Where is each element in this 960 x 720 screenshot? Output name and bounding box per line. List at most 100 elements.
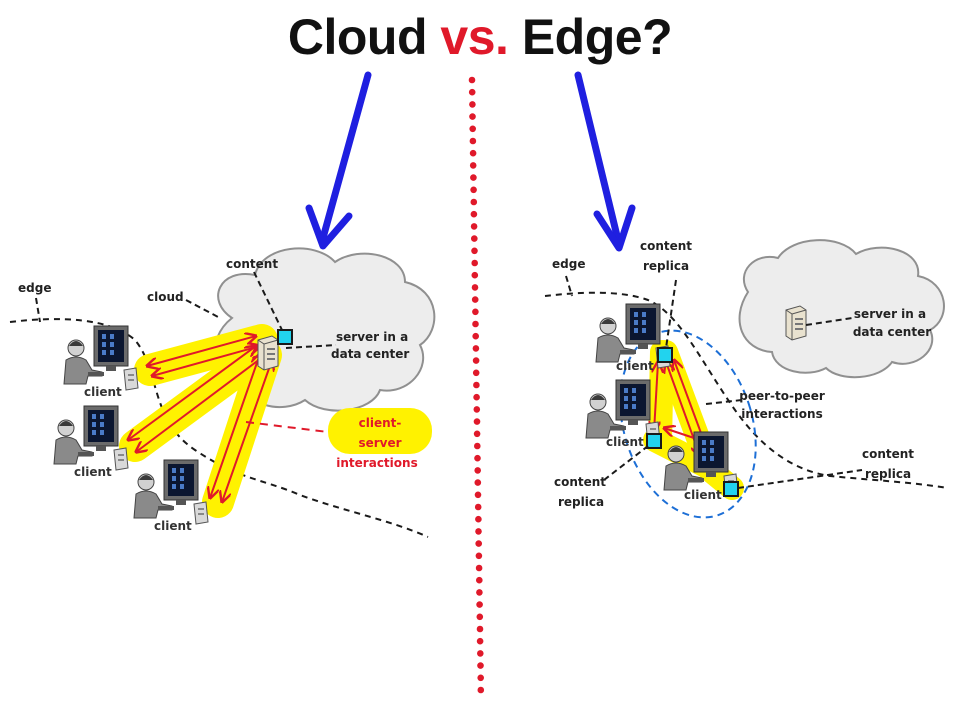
divider-dot [476, 625, 484, 633]
left-blue-arrow-icon [305, 71, 372, 250]
divider-dot [475, 564, 483, 572]
server-label-line2: data center [853, 325, 931, 339]
p2p-label-line2: interactions [741, 407, 822, 421]
server-label-line1: server in a [854, 307, 926, 321]
right-panel: edge content replica server in a data ce… [544, 239, 949, 519]
divider-dot [477, 686, 485, 694]
divider-dot [477, 662, 484, 669]
server-label-line2: data center [331, 347, 409, 361]
left-panel: edge cloud content server in a data cent… [9, 247, 436, 538]
server-icon [257, 335, 279, 371]
divider-dot [477, 650, 484, 657]
divider-dot [475, 552, 483, 560]
divider-dot [473, 406, 481, 413]
divider-dot [475, 540, 483, 547]
divider-dot [471, 296, 479, 303]
divider-dot [473, 418, 481, 425]
divider-dot [468, 76, 476, 84]
interactions-label-line2: server [358, 436, 401, 450]
divider-dot [471, 284, 479, 291]
divider-dot [470, 198, 478, 206]
divider-dot [470, 174, 477, 181]
client-label: client [84, 385, 122, 399]
right-blue-arrow-icon [574, 71, 636, 252]
right-replica-label-line2: replica [865, 467, 911, 481]
title-vs: vs. [440, 9, 509, 65]
interactions-label-line1: client- [359, 416, 402, 430]
divider-dot [472, 308, 479, 316]
divider-dot [474, 467, 482, 474]
divider-dot [469, 162, 477, 169]
left-replica-label-line2: replica [558, 495, 604, 509]
content-replica-square-icon [657, 347, 673, 363]
divider-dot [471, 259, 479, 267]
divider-dot [470, 210, 478, 218]
content-label: content [226, 257, 278, 271]
left-replica-label-line1: content [554, 475, 606, 489]
divider-dot [472, 320, 479, 328]
divider-dot [474, 491, 482, 499]
divider-dot [469, 125, 477, 133]
divider-dot [476, 576, 483, 584]
divider-dot [475, 528, 482, 535]
divider-dot [474, 503, 482, 511]
content-square-icon [277, 329, 293, 345]
divider-dot [473, 381, 480, 389]
slide-title: Cloud vs. Edge? [0, 8, 960, 66]
client-label: client [616, 359, 654, 373]
peer-to-peer-region [619, 329, 757, 519]
client-server-arrows [128, 336, 272, 502]
divider-dot [472, 332, 480, 340]
divider-dot [469, 149, 477, 157]
divider-dot [473, 430, 481, 438]
p2p-label-line1: peer-to-peer [739, 389, 825, 403]
client-label: client [606, 435, 644, 449]
divider-dot [474, 442, 481, 450]
top-replica-label-line2: replica [643, 259, 689, 273]
red-dotted-divider [468, 76, 485, 694]
divider-dot [474, 479, 482, 486]
divider-dot [469, 101, 476, 108]
divider-dot [470, 186, 477, 194]
divider-dot [476, 601, 483, 608]
divider-dot [472, 345, 480, 352]
divider-dot [469, 137, 477, 145]
client-label: client [74, 465, 112, 479]
divider-dot [468, 88, 476, 96]
title-cloud: Cloud [287, 9, 428, 65]
computer-user-icon [133, 459, 209, 525]
divider-dot [472, 369, 480, 377]
divider-dot [470, 223, 478, 230]
content-replica-square-icon [646, 433, 662, 449]
divider-dot [476, 589, 483, 596]
cloud-icon [738, 239, 945, 379]
computer-user-icon [53, 405, 129, 471]
content-replica-square-icon [723, 481, 739, 497]
edge-boundary-line [544, 291, 949, 489]
divider-dot [471, 271, 479, 279]
interactions-label-line3: interactions [336, 456, 417, 470]
title-edge: Edge? [521, 9, 673, 65]
cloud-label: cloud [147, 290, 184, 304]
client-label: client [154, 519, 192, 533]
divider-dot [474, 454, 481, 462]
divider-dot [476, 613, 484, 621]
divider-dot [469, 113, 476, 120]
divider-dot [472, 357, 480, 364]
top-replica-label-line1: content [640, 239, 692, 253]
client-label: client [684, 488, 722, 502]
divider-dot [476, 637, 484, 645]
divider-dot [475, 515, 482, 523]
divider-dot [473, 393, 480, 401]
interactions-label-bubble [328, 408, 432, 454]
divider-dot [477, 674, 485, 682]
server-icon [785, 305, 807, 341]
edge-label: edge [18, 281, 51, 295]
divider-dot [471, 247, 478, 255]
server-label-line1: server in a [336, 330, 408, 344]
computer-user-icon [63, 325, 139, 391]
edge-label: edge [552, 257, 585, 271]
right-replica-label-line1: content [862, 447, 914, 461]
